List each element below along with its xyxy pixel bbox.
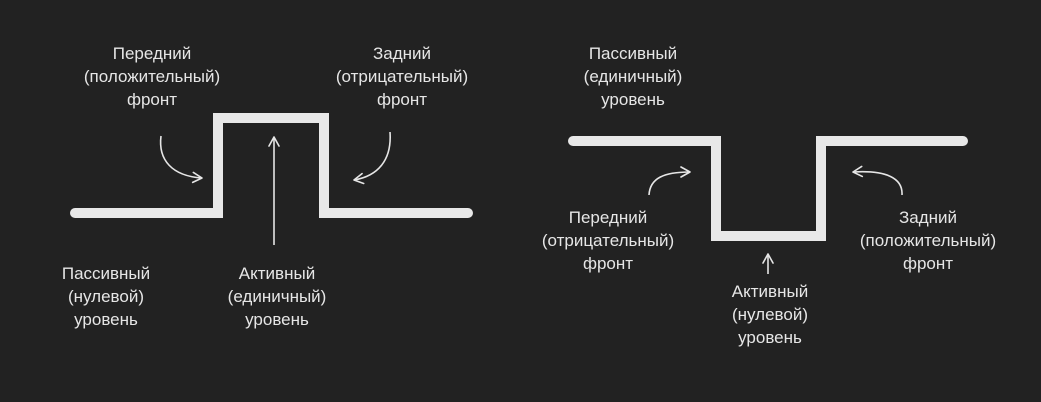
trailing-edge-arrow-right (852, 165, 903, 196)
passive-level-label: Пассивный (нулевой) уровень (61, 264, 151, 329)
leading-edge-label-right: Передний (отрицательный) фронт (541, 208, 675, 273)
trailing-edge-arrow (353, 131, 391, 185)
negative-pulse-waveform (568, 136, 968, 241)
leading-edge-arrow-right (648, 166, 691, 196)
active-level-label: Активный (единичный) уровень (227, 264, 327, 329)
trailing-edge-label-right: Задний (положительный) фронт (859, 208, 997, 273)
leading-edge-label: Передний (положительный) фронт (83, 44, 221, 109)
trailing-edge-label: Задний (отрицательный) фронт (335, 44, 469, 109)
active-level-label-right: Активный (нулевой) уровень (731, 282, 809, 347)
positive-pulse-waveform (70, 113, 473, 218)
leading-edge-arrow (159, 135, 203, 184)
passive-level-label-right: Пассивный (единичный) уровень (583, 44, 683, 109)
